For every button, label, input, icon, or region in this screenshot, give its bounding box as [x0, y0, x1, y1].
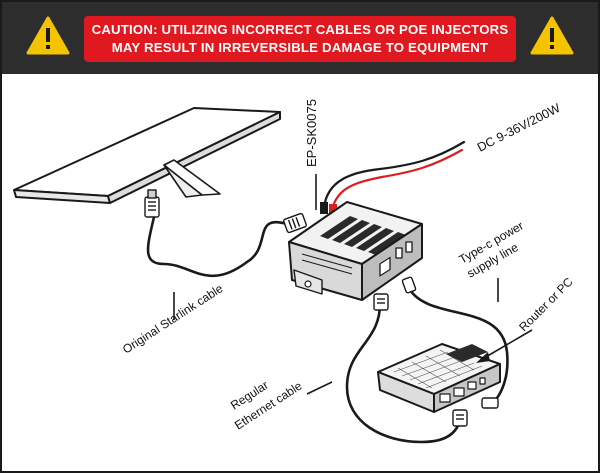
router-vent-grid: [393, 349, 483, 389]
heatsink-ribs: [320, 216, 406, 255]
warning-triangle-icon: [26, 16, 70, 55]
ethernet-connector-device: [373, 293, 389, 311]
poe-injector-device: [288, 201, 423, 301]
ethernet-connector-router: [452, 409, 468, 427]
leader-lines: [173, 174, 533, 395]
starlink-dish: [13, 107, 281, 204]
warning-triangle-icon: [530, 16, 574, 55]
caution-line-1: CAUTION: UTILIZING INCORRECT CABLES OR P…: [91, 22, 509, 37]
router: [377, 343, 501, 413]
router-arrow-icon: [476, 352, 490, 363]
caution-message: CAUTION: UTILIZING INCORRECT CABLES OR P…: [84, 16, 516, 62]
starlink-connector-dish: [144, 189, 160, 218]
router-label: Router or PC: [516, 274, 576, 334]
typec-connector-router: [481, 397, 499, 409]
caution-banner: CAUTION: UTILIZING INCORRECT CABLES OR P…: [2, 2, 598, 74]
typec-power-cable: [401, 276, 509, 409]
starlink-connector-device: [283, 212, 307, 234]
dc-input-label: DC 9-36V/200W: [475, 101, 563, 155]
starlink-cable-label: Original Starlink cable: [120, 281, 226, 356]
dc-power-wires: [320, 140, 466, 216]
caution-line-2: MAY RESULT IN IRREVERSIBLE DAMAGE TO EQU…: [111, 40, 489, 55]
typec-connector: [401, 276, 417, 294]
device-model-label: EP-SK0075: [304, 99, 319, 167]
starlink-cable: [144, 189, 307, 278]
ethernet-cable: [345, 293, 468, 444]
